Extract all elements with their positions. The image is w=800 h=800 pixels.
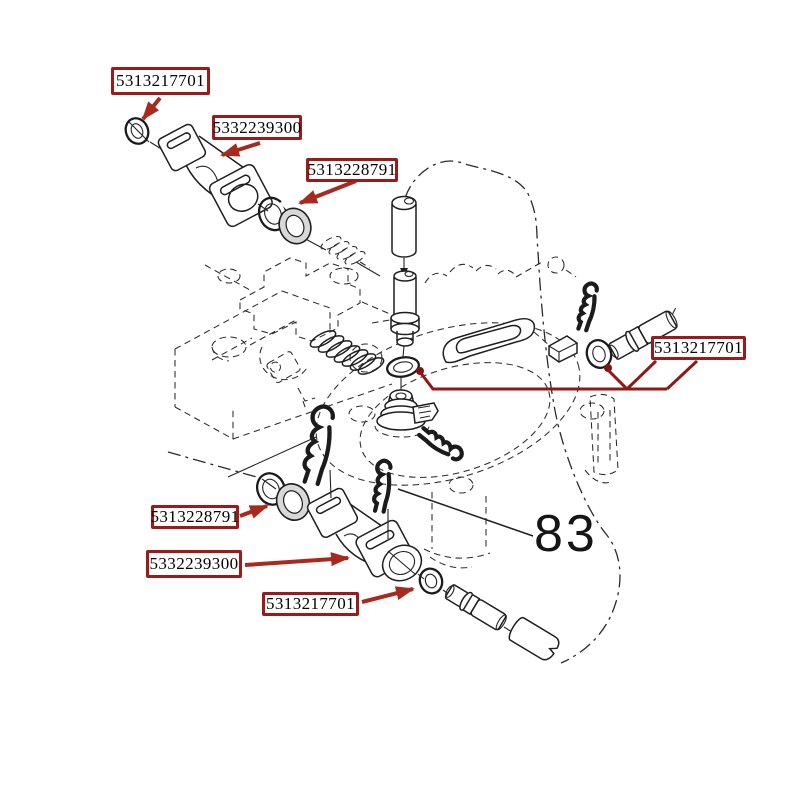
part-number-text: 5332239300 bbox=[212, 117, 302, 137]
accel-pump-tower bbox=[374, 389, 439, 438]
lower-lever-assembly bbox=[255, 472, 560, 661]
lower-nozzle bbox=[444, 584, 507, 631]
carburetor-body-dashed bbox=[174, 256, 619, 569]
center-oring bbox=[386, 356, 420, 392]
upper-seal-ring bbox=[278, 207, 312, 245]
label-arrows bbox=[141, 96, 415, 604]
part-label-bottom-rings: 5313228791 bbox=[151, 505, 239, 529]
red-leader-lines bbox=[416, 359, 699, 391]
lower-oring bbox=[418, 567, 444, 595]
cap-cylinder bbox=[508, 617, 560, 661]
part-label-bottom-lever: 5332239300 bbox=[146, 550, 242, 578]
upper-spring-dashed bbox=[320, 235, 371, 269]
part-label-top-washer: 5313217701 bbox=[111, 67, 210, 95]
part-number-text: 5313217701 bbox=[266, 594, 355, 613]
clip-small-center bbox=[373, 460, 392, 512]
part-label-top-rings: 5313228791 bbox=[306, 158, 398, 182]
part-number-text: 5313217701 bbox=[654, 338, 743, 357]
upper-lever-assembly bbox=[124, 117, 381, 277]
throttle-yoke bbox=[442, 318, 578, 364]
retaining-clips bbox=[227, 282, 598, 539]
clip-right bbox=[576, 282, 598, 330]
item-number-83: 83 bbox=[534, 505, 598, 563]
body-spring bbox=[309, 330, 385, 375]
right-nozzle-assembly bbox=[585, 307, 678, 369]
part-label-right-oring: 5313217701 bbox=[651, 336, 746, 360]
centerline-loop bbox=[167, 160, 621, 664]
part-number-text: 5313228791 bbox=[150, 507, 240, 526]
part-label-bottom-oring: 5313217701 bbox=[262, 592, 359, 616]
part-number-text: 5313228791 bbox=[307, 160, 397, 179]
main-nozzle-tube bbox=[390, 195, 420, 358]
part-label-top-lever: 5332239300 bbox=[212, 115, 302, 140]
part-number-text: 5313217701 bbox=[116, 71, 205, 90]
lower-seal-ring bbox=[275, 483, 311, 521]
clip-horizontal bbox=[418, 426, 464, 462]
item-83-leader bbox=[397, 488, 534, 537]
upper-washer bbox=[124, 117, 150, 145]
part-number-text: 5332239300 bbox=[149, 554, 239, 573]
